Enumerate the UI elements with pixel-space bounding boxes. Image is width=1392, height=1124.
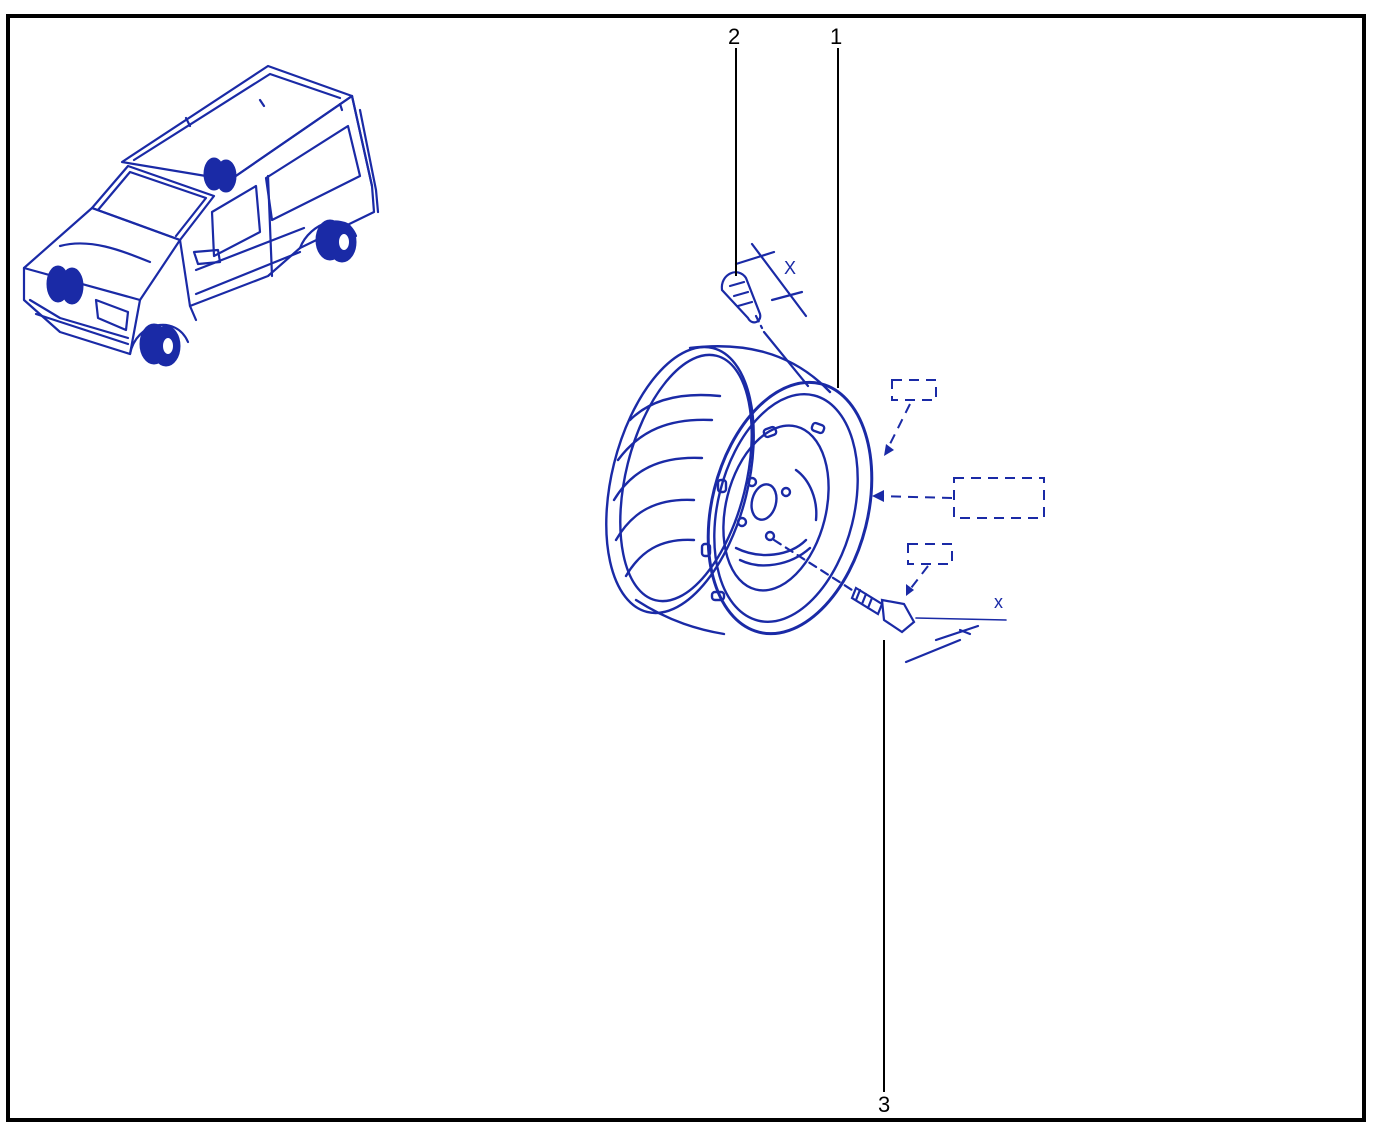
callout-label-3: 3 — [878, 1092, 890, 1117]
callout-leaders — [735, 48, 885, 1092]
bolt-dimension-label: x — [994, 592, 1003, 612]
van-illustration — [22, 64, 380, 356]
callout-label-1: 1 — [830, 24, 842, 49]
dashed-reference-box — [875, 379, 1045, 593]
diagram-border — [6, 14, 1366, 1122]
highlighted-wheels — [46, 157, 357, 367]
wheel-bolt — [772, 538, 1007, 664]
valve-dimension-label: X — [784, 258, 796, 278]
reference-arrowheads — [872, 444, 914, 596]
callout-label-2: 2 — [728, 24, 740, 49]
tyre-valve — [720, 242, 810, 388]
steel-wheel-rim — [605, 345, 874, 636]
